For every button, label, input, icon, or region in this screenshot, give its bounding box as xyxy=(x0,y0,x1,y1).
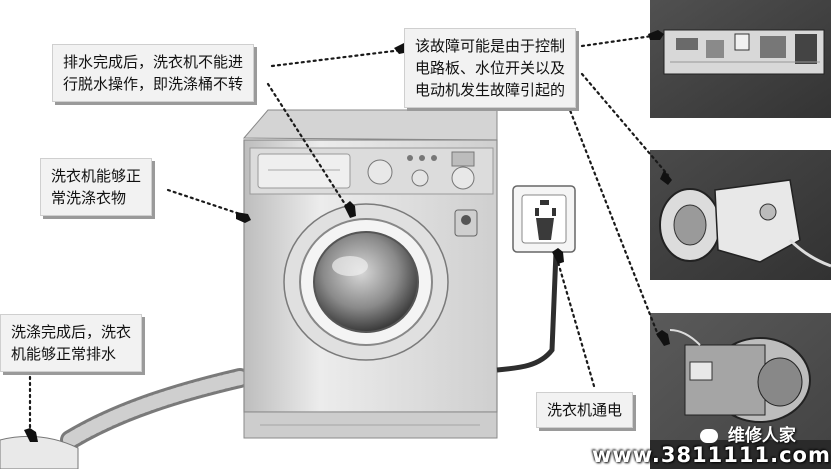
wechat-icon xyxy=(700,429,718,443)
callout-line: 常洗涤衣物 xyxy=(51,189,127,207)
leader-fault-to-board xyxy=(580,34,654,48)
callout-line: 洗衣机能够正 xyxy=(51,167,142,185)
leader-power-to-outlet xyxy=(556,260,596,388)
watermark-brand-text: 维修人家 xyxy=(727,426,796,446)
motor-photo xyxy=(650,313,831,469)
callout-line: 电路板、水位开关以及 xyxy=(415,59,566,77)
washing-machine xyxy=(242,109,559,439)
leader-drain-to-drum xyxy=(266,82,352,214)
callout-line: 行脱水操作，即洗涤桶不转 xyxy=(63,75,244,93)
hand-pointer-icon xyxy=(344,201,356,218)
leader-fault-to-level-switch xyxy=(580,72,670,177)
leader-lines xyxy=(28,34,670,434)
leader-fault-to-motor xyxy=(564,98,662,342)
hand-pointer-icon xyxy=(656,330,670,346)
hand-pointer-icon xyxy=(648,30,664,40)
leader-fault-to-drain-box xyxy=(270,48,404,68)
callout-line: 排水完成后，洗衣机不能进 xyxy=(63,53,244,71)
hand-pointer-icon xyxy=(24,428,38,442)
callout-line: 洗衣机通电 xyxy=(547,401,623,419)
callout-line: 电动机发生故障引起的 xyxy=(415,81,566,99)
hand-pointer-icon xyxy=(660,170,672,185)
watermark-brand: 维修人家 xyxy=(700,421,796,446)
callout-fault-cause: 该故障可能是由于控制 电路板、水位开关以及 电动机发生故障引起的 xyxy=(404,28,577,108)
callout-line: 机能够正常排水 xyxy=(11,345,117,363)
watermark-url: www.3811111.com xyxy=(592,443,831,467)
callout-drain-no-spin: 排水完成后，洗衣机不能进 行脱水操作，即洗涤桶不转 xyxy=(52,44,255,102)
callout-drains-normally: 洗涤完成后，洗衣 机能够正常排水 xyxy=(0,314,143,372)
callout-washes-normally: 洗衣机能够正 常洗涤衣物 xyxy=(40,158,153,216)
pointer-hands xyxy=(24,30,672,442)
water-level-switch-photo xyxy=(650,150,831,280)
power-outlet xyxy=(512,185,576,253)
callout-line: 洗涤完成后，洗衣 xyxy=(11,323,132,341)
hand-pointer-icon xyxy=(236,212,251,223)
leader-wash-to-machine xyxy=(166,188,245,217)
callout-line: 该故障可能是由于控制 xyxy=(415,37,566,55)
drain-hose xyxy=(0,368,250,469)
callout-powered: 洗衣机通电 xyxy=(536,392,634,428)
hand-pointer-icon xyxy=(552,248,564,264)
control-board-photo xyxy=(650,0,831,118)
